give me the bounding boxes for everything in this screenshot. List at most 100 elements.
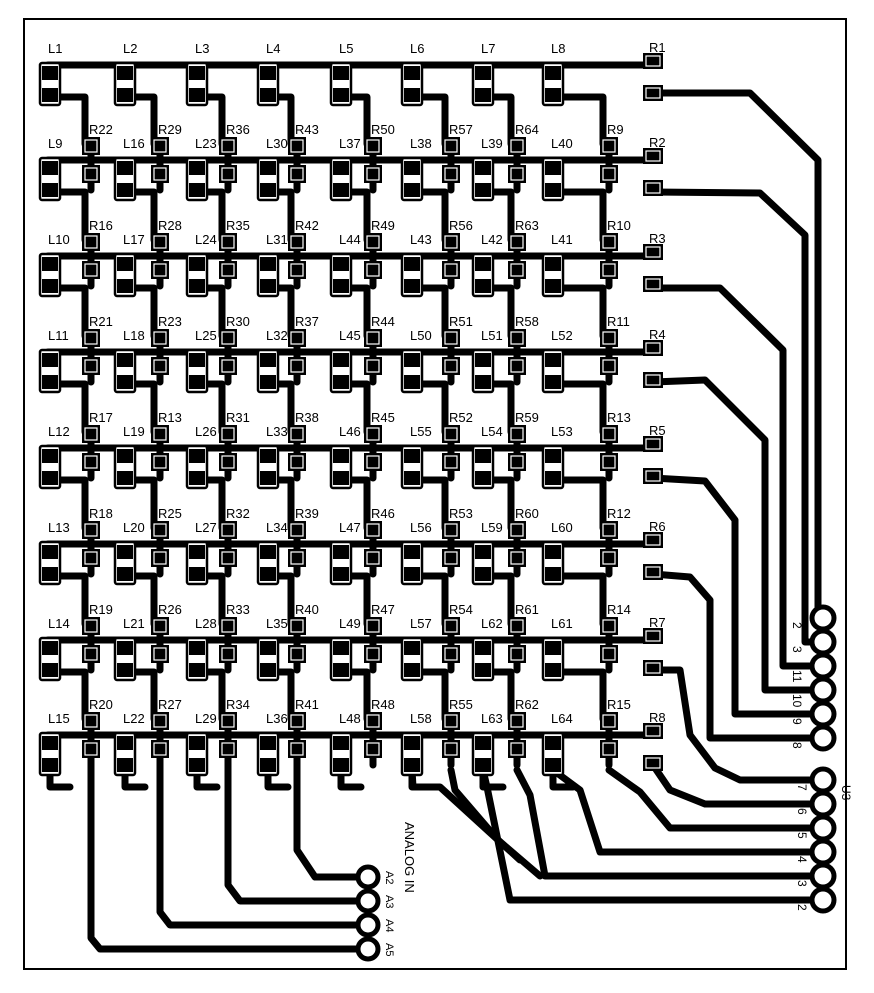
res-r48-6-4-ring	[366, 714, 380, 728]
res-r64-0-6	[508, 137, 526, 155]
u3-pin-3	[809, 652, 837, 680]
label-led-l59: L59	[481, 520, 503, 535]
res-r13-3-1-b	[151, 453, 169, 471]
res-r51-2-5	[442, 329, 460, 347]
res-r34-6-2-ring	[221, 714, 235, 728]
led-l47-pad-a	[333, 545, 349, 559]
led-l42-pad-a	[475, 257, 491, 271]
row-res-4-b	[643, 372, 663, 388]
label-res-r13-3-7: R13	[607, 410, 631, 425]
led-l62-pad-a	[475, 641, 491, 655]
res-r39-4-3-b	[288, 549, 306, 567]
res-r47-5-4	[364, 617, 382, 635]
res-r60-4-6-b-ring	[510, 551, 524, 565]
analog-pin-2	[355, 888, 381, 914]
res-r60-4-6	[508, 521, 526, 539]
res-r49-1-4-b	[364, 261, 382, 279]
route-bottom-3	[513, 766, 827, 880]
led-l8-pad-a	[545, 66, 561, 80]
label-led-l23: L23	[195, 136, 217, 151]
res-r53-4-5-b-ring	[444, 551, 458, 565]
label-led-l53: L53	[551, 424, 573, 439]
res-r61-5-6-b	[508, 645, 526, 663]
led-l25-pad-k	[189, 375, 205, 389]
res-r41-6-3-b-ring	[290, 742, 304, 756]
res-r33-5-2-b-ring	[221, 647, 235, 661]
label-led-l21: L21	[123, 616, 145, 631]
led-l63-pad-a	[475, 736, 491, 750]
label-led-l26: L26	[195, 424, 217, 439]
res-r50-0-4-ring	[366, 139, 380, 153]
res-r19-5-0-ring	[84, 619, 98, 633]
label-led-l1: L1	[48, 41, 62, 56]
res-r15-6-7-b-ring	[602, 742, 616, 756]
label-led-l56: L56	[410, 520, 432, 535]
led-l22-pad-a	[117, 736, 133, 750]
res-r61-5-6-ring	[510, 619, 524, 633]
label-led-l25: L25	[195, 328, 217, 343]
row-res-8-b	[643, 755, 663, 771]
res-r25-4-1-b-ring	[153, 551, 167, 565]
analog-pin-label-1: A2	[383, 871, 395, 884]
res-r39-4-3-b-ring	[290, 551, 304, 565]
analog-pin-1	[355, 864, 381, 890]
led-l22-pad-k	[117, 758, 133, 772]
led-l2-pad-k	[117, 88, 133, 102]
res-r36-0-2-b	[219, 165, 237, 183]
led-l14-pad-a	[42, 641, 58, 655]
label-res-r40-5-3: R40	[295, 602, 319, 617]
res-r26-5-1-b	[151, 645, 169, 663]
label-res-r26-5-1: R26	[158, 602, 182, 617]
led-l56-pad-k	[404, 567, 420, 581]
led-l9-pad-a	[42, 161, 58, 175]
label-res-r18-4-0: R18	[89, 506, 113, 521]
label-led-l43: L43	[410, 232, 432, 247]
res-r27-6-1-b-ring	[153, 742, 167, 756]
led-l39-pad-a	[475, 161, 491, 175]
res-r45-3-4-ring	[366, 427, 380, 441]
label-led-l41: L41	[551, 232, 573, 247]
label-res-r45-3-4: R45	[371, 410, 395, 425]
led-l12-pad-k	[42, 471, 58, 485]
route-bottom-1	[605, 766, 827, 832]
label-led-l19: L19	[123, 424, 145, 439]
res-r63-1-6-b	[508, 261, 526, 279]
led-l27-pad-k	[189, 567, 205, 581]
res-r15-6-7-b	[600, 740, 618, 758]
res-r10-1-7	[600, 233, 618, 251]
res-r29-0-1-b-ring	[153, 167, 167, 181]
res-r64-0-6-b-ring	[510, 167, 524, 181]
res-r46-4-4	[364, 521, 382, 539]
res-r56-1-5	[442, 233, 460, 251]
u3-pin-8	[809, 790, 837, 818]
led-l24-pad-a	[189, 257, 205, 271]
led-l58-pad-k	[404, 758, 420, 772]
label-led-l47: L47	[339, 520, 361, 535]
res-r46-4-4-ring	[366, 523, 380, 537]
res-r23-2-1-ring	[153, 331, 167, 345]
res-r63-1-6-ring	[510, 235, 524, 249]
res-r33-5-2-ring	[221, 619, 235, 633]
led-l44-pad-k	[333, 279, 349, 293]
res-r9-0-7	[600, 137, 618, 155]
label-res-r59-3-6: R59	[515, 410, 539, 425]
led-l39-pad-k	[475, 183, 491, 197]
label-res-r13-3-1: R13	[158, 410, 182, 425]
led-l9-pad-k	[42, 183, 58, 197]
res-r28-1-1	[151, 233, 169, 251]
led-l13-pad-a	[42, 545, 58, 559]
label-row-res-6: R6	[649, 519, 666, 534]
led-l51-pad-k	[475, 375, 491, 389]
row-res-7-a	[643, 628, 663, 644]
label-led-l12: L12	[48, 424, 70, 439]
res-r42-1-3	[288, 233, 306, 251]
led-l62-pad-k	[475, 663, 491, 677]
res-r11-2-7-ring	[602, 331, 616, 345]
label-led-l22: L22	[123, 711, 145, 726]
u3-upper-pin-label-5: 9	[790, 718, 804, 725]
u3-lower-pin-label-4: 4	[795, 856, 809, 863]
led-l23-pad-a	[189, 161, 205, 175]
res-r63-1-6-b-ring	[510, 263, 524, 277]
res-r41-6-3-ring	[290, 714, 304, 728]
